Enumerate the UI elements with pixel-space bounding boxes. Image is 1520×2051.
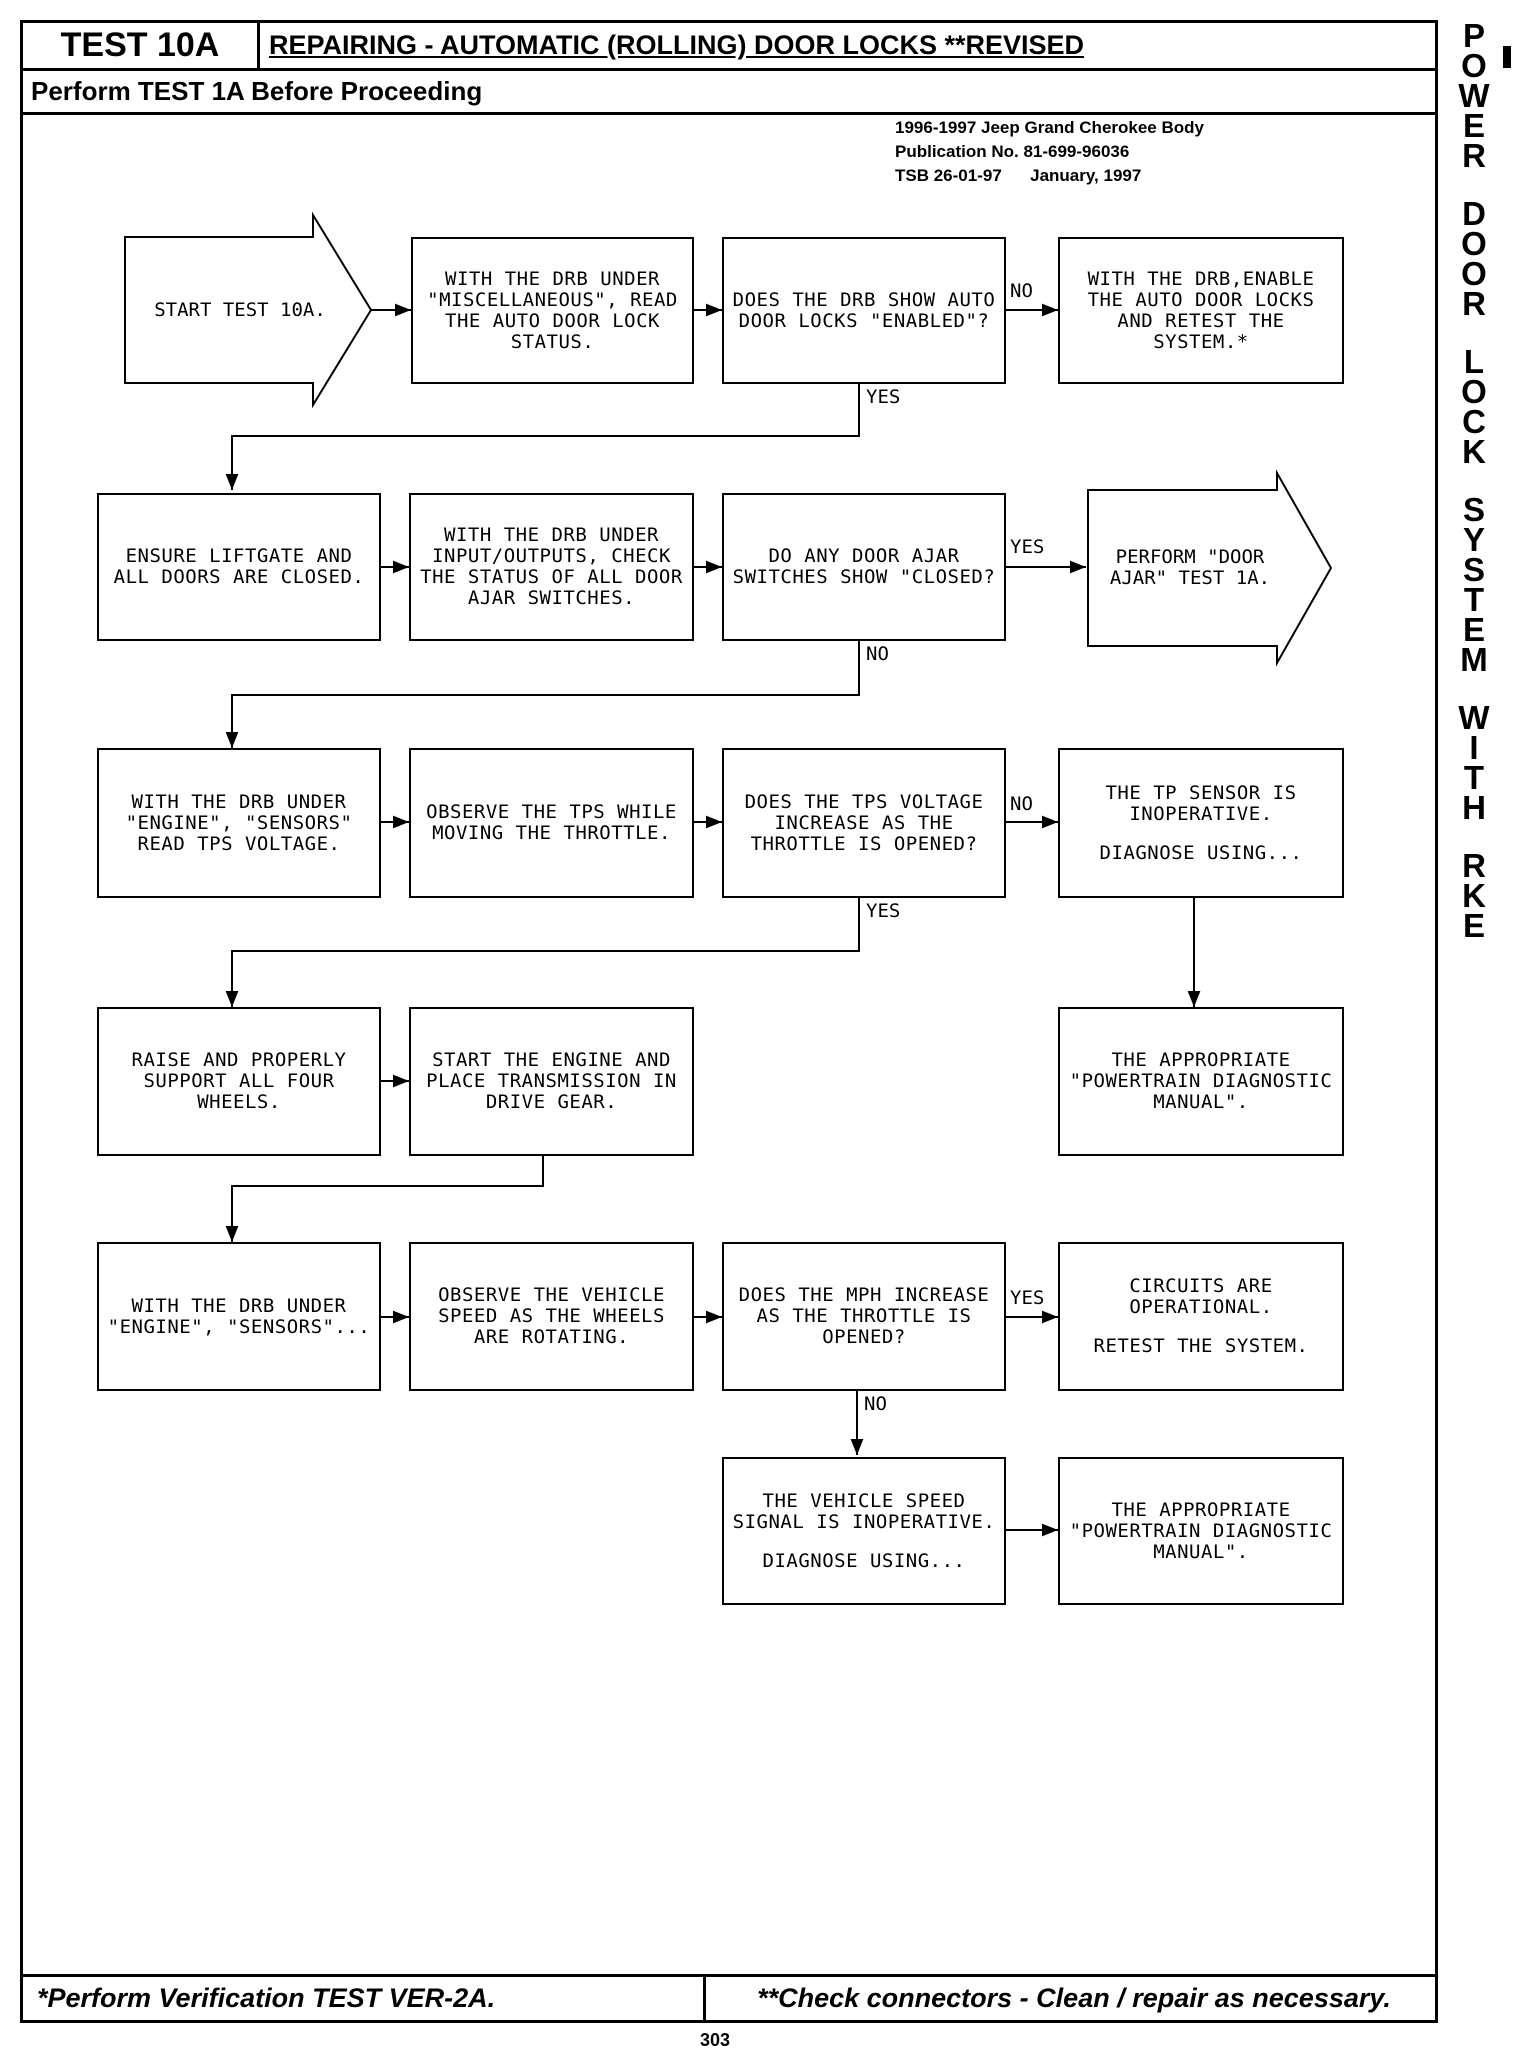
side-title-letter: S	[1462, 491, 1485, 528]
label-no: NO	[1010, 280, 1033, 302]
side-title-letter: O	[1461, 225, 1487, 262]
publication-line: Publication No. 81-699-96036	[895, 142, 1130, 161]
page-frame: TEST 10A REPAIRING - AUTOMATIC (ROLLING)…	[20, 20, 1438, 2023]
side-title-letter: E	[1462, 907, 1485, 944]
header-row: TEST 10A REPAIRING - AUTOMATIC (ROLLING)…	[23, 23, 1435, 71]
label-yes: YES	[866, 386, 901, 408]
side-title-letter: D	[1462, 195, 1486, 232]
start-arrow-shape	[124, 211, 373, 409]
side-title-letter: K	[1462, 877, 1486, 914]
footer-note-left: *Perform Verification TEST VER-2A.	[23, 1977, 706, 2020]
powertrain-manual-vss: THE APPROPRIATE "POWERTRAIN DIAGNOSTIC M…	[1058, 1457, 1344, 1605]
label-yes: YES	[1010, 536, 1045, 558]
label-no: NO	[866, 643, 889, 665]
label-yes: YES	[866, 900, 901, 922]
label-no: NO	[1010, 793, 1033, 815]
publication-info: 1996-1997 Jeep Grand Cherokee Body Publi…	[895, 116, 1204, 188]
vss-inoperative-text: THE VEHICLE SPEED SIGNAL IS INOPERATIVE.	[732, 1489, 996, 1533]
side-title-letter: R	[1462, 847, 1486, 884]
side-title-letter: W	[1458, 77, 1490, 114]
side-title-letter: T	[1463, 581, 1485, 618]
vehicle-speed-signal-inoperative: THE VEHICLE SPEED SIGNAL IS INOPERATIVE.…	[722, 1457, 1006, 1605]
decision-auto-door-locks-enabled: DOES THE DRB SHOW AUTO DOOR LOCKS "ENABL…	[722, 237, 1006, 384]
side-title-letter: M	[1460, 641, 1488, 678]
side-title-letter: C	[1462, 403, 1486, 440]
test-id: TEST 10A	[23, 23, 260, 68]
diagnose-using-text: DIAGNOSE USING...	[762, 1549, 966, 1572]
side-title-letter: O	[1461, 47, 1487, 84]
side-title-letter: Y	[1462, 521, 1485, 558]
publication-line: TSB 26-01-97 January, 1997	[895, 166, 1142, 185]
side-title-letter: I	[1469, 729, 1479, 766]
side-title-letter: E	[1462, 107, 1485, 144]
side-title-letter: K	[1462, 433, 1486, 470]
side-title-letter: P	[1462, 17, 1485, 54]
page-subtitle: Perform TEST 1A Before Proceeding	[31, 76, 483, 106]
side-title-letter: S	[1462, 551, 1485, 588]
retest-system-text: RETEST THE SYSTEM.	[1093, 1335, 1309, 1357]
perform-door-ajar-test: PERFORM "DOOR AJAR" TEST 1A.	[1109, 545, 1271, 589]
footer-note-right: **Check connectors - Clean / repair as n…	[757, 1983, 1391, 2013]
check-door-ajar-switches: WITH THE DRB UNDER INPUT/OUTPUTS, CHECK …	[409, 493, 694, 641]
decision-door-ajar-closed: DO ANY DOOR AJAR SWITCHES SHOW "CLOSED?	[722, 493, 1006, 641]
side-title-letter: E	[1462, 611, 1485, 648]
drb-engine-sensors: WITH THE DRB UNDER "ENGINE", "SENSORS"..…	[97, 1242, 381, 1391]
side-title-letter: R	[1462, 137, 1486, 174]
page-number: 303	[700, 2030, 731, 2050]
side-title-letter: T	[1463, 759, 1485, 796]
diagnose-using-text: DIAGNOSE USING...	[1099, 841, 1303, 864]
tp-sensor-inoperative-text: THE TP SENSOR IS INOPERATIVE.	[1105, 781, 1297, 825]
enable-auto-door-locks: WITH THE DRB,ENABLE THE AUTO DOOR LOCKS …	[1058, 237, 1344, 384]
side-title-letter: W	[1458, 699, 1490, 736]
side-title-letter: O	[1461, 255, 1487, 292]
label-no: NO	[864, 1393, 887, 1415]
decision-mph-increase: DOES THE MPH INCREASE AS THE THROTTLE IS…	[722, 1242, 1006, 1391]
observe-tps-throttle: OBSERVE THE TPS WHILE MOVING THE THROTTL…	[409, 748, 694, 898]
observe-vehicle-speed: OBSERVE THE VEHICLE SPEED AS THE WHEELS …	[409, 1242, 694, 1391]
side-title-letter: R	[1462, 285, 1486, 322]
label-yes: YES	[1010, 1287, 1045, 1309]
side-title-letter: H	[1462, 789, 1486, 826]
ensure-liftgate-doors-closed: ENSURE LIFTGATE AND ALL DOORS ARE CLOSED…	[97, 493, 381, 641]
circuits-operational-text: CIRCUITS ARE OPERATIONAL.	[1129, 1275, 1273, 1318]
footer: *Perform Verification TEST VER-2A. **Che…	[23, 1974, 1435, 2020]
door-ajar-arrow-shape	[1087, 469, 1333, 667]
read-tps-voltage: WITH THE DRB UNDER "ENGINE", "SENSORS" R…	[97, 748, 381, 898]
decision-tps-voltage-increase: DOES THE TPS VOLTAGE INCREASE AS THE THR…	[722, 748, 1006, 898]
subtitle-row: Perform TEST 1A Before Proceeding	[23, 71, 1435, 115]
start-test-10a: START TEST 10A.	[154, 298, 326, 321]
powertrain-manual-tps: THE APPROPRIATE "POWERTRAIN DIAGNOSTIC M…	[1058, 1007, 1344, 1156]
circuits-operational: CIRCUITS ARE OPERATIONAL. RETEST THE SYS…	[1058, 1242, 1344, 1391]
page-title: REPAIRING - AUTOMATIC (ROLLING) DOOR LOC…	[269, 30, 1085, 60]
side-title-letter: L	[1463, 343, 1485, 380]
tp-sensor-inoperative: THE TP SENSOR IS INOPERATIVE. DIAGNOSE U…	[1058, 748, 1344, 898]
start-engine-drive-gear: START THE ENGINE AND PLACE TRANSMISSION …	[409, 1007, 694, 1156]
raise-support-wheels: RAISE AND PROPERLY SUPPORT ALL FOUR WHEE…	[97, 1007, 381, 1156]
side-title-letter: O	[1461, 373, 1487, 410]
side-marker	[1503, 46, 1511, 68]
publication-line: 1996-1997 Jeep Grand Cherokee Body	[895, 118, 1204, 137]
read-auto-door-lock-status: WITH THE DRB UNDER "MISCELLANEOUS", READ…	[411, 237, 694, 384]
